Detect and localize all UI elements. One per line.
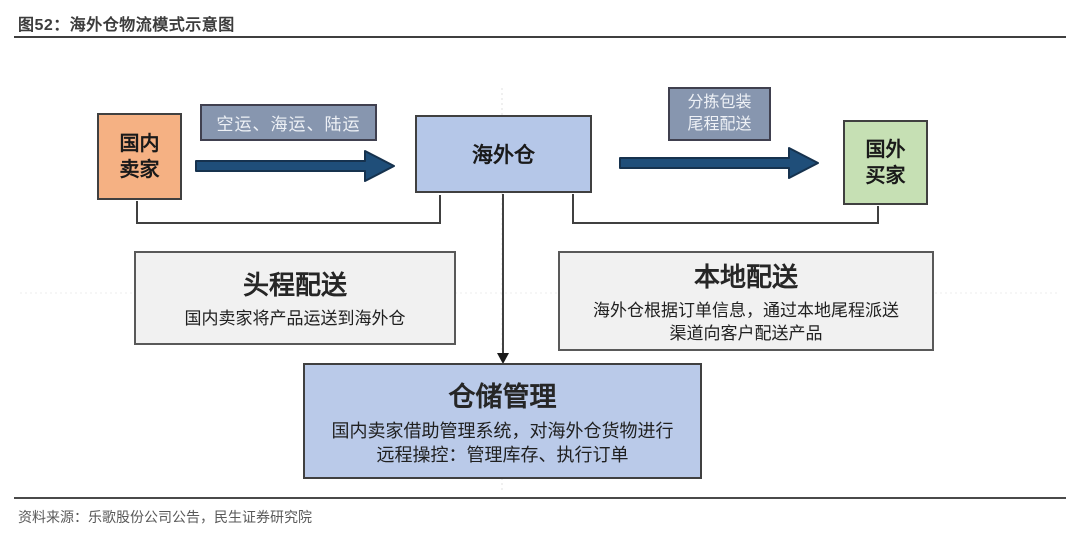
sorting-text-line2: 尾程配送 [687, 116, 752, 133]
first-leg-desc: 国内卖家将产品运送到海外仓 [184, 309, 406, 329]
local-delivery-desc-line2: 渠道向客户配送产品 [669, 323, 823, 343]
local-delivery-desc-line1: 海外仓根据订单信息，通过本地尾程派送 [593, 301, 899, 321]
first-leg-title: 头程配送 [242, 270, 347, 301]
node-domestic-seller-label-line2: 卖家 [119, 158, 160, 181]
node-domestic-seller: 国内 卖家 [97, 113, 182, 200]
node-foreign-buyer-label-line2: 买家 [865, 164, 906, 187]
node-foreign-buyer-label-line1: 国外 [865, 138, 906, 161]
edge-label-transport-modes: 空运、海运、陆运 [200, 104, 377, 141]
connector-local-delivery-bracket [572, 194, 879, 224]
title-divider [14, 36, 1066, 38]
edge-label-sorting-lastmile: 分拣包装 尾程配送 [668, 87, 771, 141]
node-overseas-warehouse-label: 海外仓 [472, 144, 535, 167]
process-box-warehouse-management: 仓储管理 国内卖家借助管理系统，对海外仓货物进行 远程操控：管理库存、执行订单 [303, 363, 702, 479]
transport-modes-text: 空运、海运、陆运 [216, 115, 361, 134]
source-note: 资料来源：乐歌股份公司公告，民生证券研究院 [18, 509, 312, 525]
process-box-first-leg-delivery: 头程配送 国内卖家将产品运送到海外仓 [134, 251, 456, 345]
footer-divider [14, 497, 1066, 499]
node-overseas-warehouse: 海外仓 [415, 115, 592, 193]
figure-title: 图52：海外仓物流模式示意图 [18, 17, 235, 34]
connector-first-leg-bracket [136, 195, 441, 224]
sorting-text-line1: 分拣包装 [687, 94, 752, 112]
flow-arrow-warehouse-to-buyer [619, 147, 819, 179]
warehouse-mgmt-title: 仓储管理 [448, 382, 557, 413]
node-foreign-buyer: 国外 买家 [843, 120, 928, 205]
process-box-local-delivery: 本地配送 海外仓根据订单信息，通过本地尾程派送 渠道向客户配送产品 [558, 251, 934, 351]
warehouse-mgmt-desc-line2: 远程操控：管理库存、执行订单 [376, 444, 629, 465]
local-delivery-title: 本地配送 [693, 262, 798, 293]
warehouse-mgmt-desc-line1: 国内卖家借助管理系统，对海外仓货物进行 [331, 421, 674, 442]
flow-arrow-seller-to-warehouse [195, 150, 395, 182]
node-domestic-seller-label-line1: 国内 [119, 132, 160, 155]
